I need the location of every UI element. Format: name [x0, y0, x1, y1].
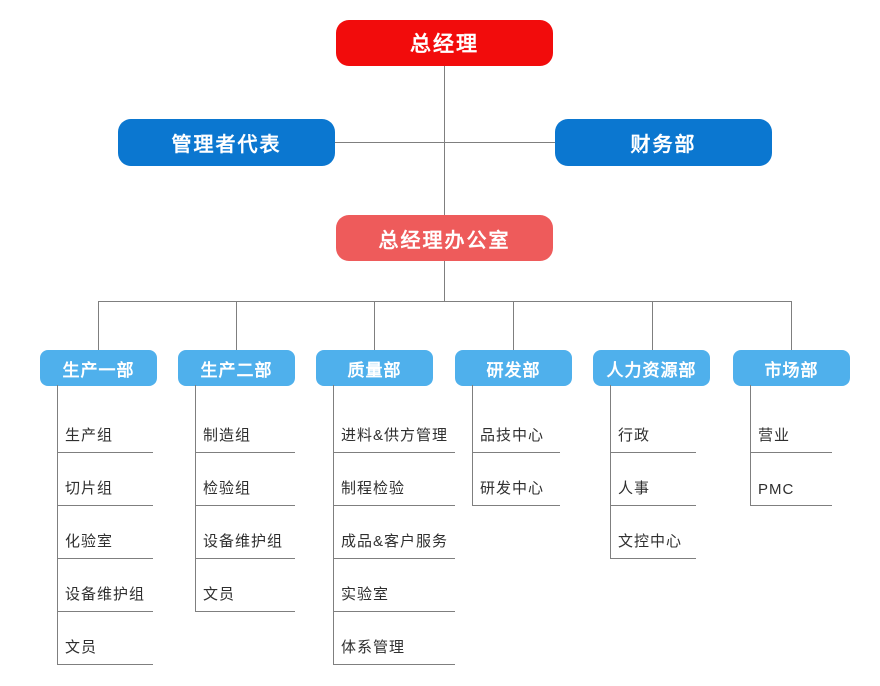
- leaf-list-rnd: 品技中心 研发中心: [472, 400, 560, 506]
- leaf-item: 化验室: [57, 506, 153, 559]
- connector-root-to-office: [444, 66, 445, 215]
- leaf-label: 制程检验: [341, 480, 406, 497]
- leaf-item: 研发中心: [472, 453, 560, 506]
- node-finance-dept: 财务部: [555, 119, 772, 166]
- leaf-list-production-1: 生产组 切片组 化验室 设备维护组 文员: [57, 400, 153, 665]
- leaf-label: 文员: [203, 586, 236, 603]
- node-dept-quality: 质量部: [316, 350, 433, 386]
- node-dept-rnd: 研发部: [455, 350, 572, 386]
- connector-drop-production-1: [98, 301, 99, 350]
- leaf-item: 实验室: [333, 559, 455, 612]
- leaf-item: 人事: [610, 453, 696, 506]
- spine-rnd: [472, 385, 473, 506]
- connector-drop-quality: [374, 301, 375, 350]
- leaf-list-hr: 行政 人事 文控中心: [610, 400, 696, 559]
- leaf-label: 营业: [758, 427, 791, 444]
- leaf-item: 进料&供方管理: [333, 400, 455, 453]
- connector-drop-hr: [652, 301, 653, 350]
- node-general-manager: 总经理: [336, 20, 553, 66]
- connector-drop-market: [791, 301, 792, 350]
- node-gm-office: 总经理办公室: [336, 215, 553, 261]
- connector-level2: [335, 142, 555, 143]
- leaf-item: 行政: [610, 400, 696, 453]
- node-dept-hr: 人力资源部: [593, 350, 710, 386]
- node-dept-market: 市场部: [733, 350, 850, 386]
- leaf-label: 设备维护组: [203, 533, 284, 550]
- node-dept-production-1: 生产一部: [40, 350, 157, 386]
- connector-office-to-bus: [444, 261, 445, 302]
- spine-hr: [610, 385, 611, 559]
- leaf-label: 生产组: [65, 427, 114, 444]
- leaf-item: 设备维护组: [195, 506, 295, 559]
- spine-production-1: [57, 385, 58, 665]
- leaf-label: 品技中心: [480, 427, 545, 444]
- leaf-item: 检验组: [195, 453, 295, 506]
- node-dept-production-2: 生产二部: [178, 350, 295, 386]
- leaf-label: 实验室: [341, 586, 390, 603]
- leaf-list-market: 营业 PMC: [750, 400, 832, 506]
- leaf-item: PMC: [750, 453, 832, 506]
- leaf-label: 研发中心: [480, 480, 545, 497]
- spine-market: [750, 385, 751, 506]
- leaf-item: 设备维护组: [57, 559, 153, 612]
- leaf-list-production-2: 制造组 检验组 设备维护组 文员: [195, 400, 295, 612]
- leaf-label: 切片组: [65, 480, 114, 497]
- leaf-item: 品技中心: [472, 400, 560, 453]
- leaf-item: 文控中心: [610, 506, 696, 559]
- spine-quality: [333, 385, 334, 665]
- leaf-list-quality: 进料&供方管理 制程检验 成品&客户服务 实验室 体系管理: [333, 400, 455, 665]
- leaf-label: 化验室: [65, 533, 114, 550]
- leaf-label: 行政: [618, 427, 651, 444]
- leaf-item: 制程检验: [333, 453, 455, 506]
- leaf-label: 人事: [618, 480, 651, 497]
- leaf-label: PMC: [758, 481, 795, 498]
- leaf-label: 制造组: [203, 427, 252, 444]
- node-management-representative: 管理者代表: [118, 119, 335, 166]
- leaf-item: 切片组: [57, 453, 153, 506]
- leaf-label: 设备维护组: [65, 586, 146, 603]
- leaf-label: 检验组: [203, 480, 252, 497]
- leaf-label: 成品&客户服务: [341, 533, 449, 550]
- connector-distribution-bus: [98, 301, 791, 302]
- leaf-item: 成品&客户服务: [333, 506, 455, 559]
- leaf-item: 营业: [750, 400, 832, 453]
- leaf-item: 体系管理: [333, 612, 455, 665]
- leaf-item: 生产组: [57, 400, 153, 453]
- leaf-label: 体系管理: [341, 639, 406, 656]
- leaf-item: 文员: [57, 612, 153, 665]
- connector-drop-rnd: [513, 301, 514, 350]
- leaf-item: 制造组: [195, 400, 295, 453]
- connector-drop-production-2: [236, 301, 237, 350]
- leaf-item: 文员: [195, 559, 295, 612]
- spine-production-2: [195, 385, 196, 612]
- leaf-label: 进料&供方管理: [341, 427, 449, 444]
- leaf-label: 文员: [65, 639, 98, 656]
- leaf-label: 文控中心: [618, 533, 683, 550]
